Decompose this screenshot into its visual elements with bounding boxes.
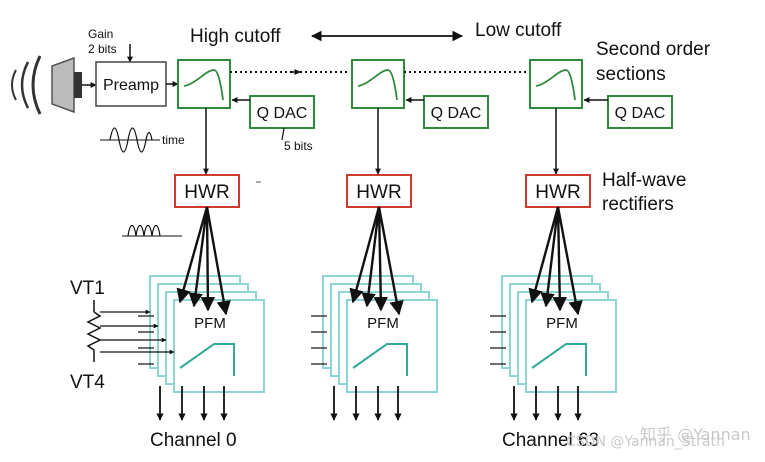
time-waveform-icon	[100, 127, 160, 153]
fanout-arrow-1-1	[176, 206, 209, 304]
resistor-ladder-icon	[86, 311, 102, 351]
fanout-arrow-3-1	[528, 206, 560, 304]
watermark-zhihu: 知乎 @Yannan	[640, 425, 751, 444]
pfm-card-2-4	[346, 299, 438, 393]
fanout-arrow-3-4	[556, 206, 583, 316]
time-label: time	[162, 133, 185, 147]
low-cutoff-label: Low cutoff	[475, 20, 562, 41]
filter-box-2	[351, 59, 405, 109]
fanout-arrow-3-3	[552, 206, 567, 312]
five-bits-tick	[281, 127, 285, 141]
qdac-label-1: Q DAC	[257, 105, 308, 122]
high-cutoff-label: High cutoff	[190, 26, 281, 47]
pfm-group-3: PFM	[490, 206, 617, 421]
pfm-label-2: PFM	[367, 315, 399, 332]
pfm-layer: PFM PFM PFM	[100, 206, 617, 421]
qdac-box-1	[249, 95, 315, 129]
hwr-label-1: HWR	[184, 182, 229, 203]
fanout-arrow-1-4	[205, 206, 231, 316]
filter-box-3	[529, 59, 583, 109]
channel0-label: Channel 0	[150, 430, 237, 451]
qdac-label-2: Q DAC	[431, 105, 482, 122]
pfm-card-1-4	[173, 299, 265, 393]
speaker-icon	[11, 55, 82, 115]
fanout-arrow-3-2	[540, 206, 560, 308]
fanout-arrow-2-4	[377, 206, 404, 316]
gain-bits-label: 2 bits	[88, 42, 117, 56]
pfm-card-3-4	[525, 299, 617, 393]
pfm-trace-2	[352, 343, 408, 376]
preamp-label: Preamp	[103, 77, 159, 94]
fanout-arrow-2-2	[361, 206, 381, 308]
gain-label: Gain	[88, 27, 113, 41]
half-wave-label-2: rectifiers	[602, 194, 674, 215]
pfm-label-3: PFM	[546, 315, 578, 332]
pfm-label-1: PFM	[194, 315, 226, 332]
pfm-trace-1	[179, 343, 235, 376]
second-order-label-2: sections	[596, 64, 666, 85]
pfm-group-2: PFM	[311, 206, 438, 421]
qdac-box-2	[423, 95, 489, 129]
hwr-box-2	[346, 174, 412, 208]
qdac-box-3	[607, 95, 673, 129]
hwr-label-2: HWR	[356, 182, 401, 203]
fanout-arrow-1-3	[200, 206, 216, 312]
vt4-label: VT4	[70, 372, 105, 393]
rectified-waveform-icon	[122, 224, 182, 237]
hwr-label-3: HWR	[535, 182, 580, 203]
fanout-arrow-2-3	[373, 206, 388, 312]
vt1-label: VT1	[70, 278, 105, 299]
five-bits-label: 5 bits	[284, 139, 313, 153]
second-order-label-1: Second order	[596, 39, 711, 60]
watermark-csdn: CSDN @Yannan_Strath	[566, 434, 725, 450]
half-wave-label-1: Half-wave	[602, 170, 686, 191]
fanout-arrow-1-2	[188, 206, 209, 308]
channel63-label: Channel 63	[502, 430, 599, 451]
qdac-label-3: Q DAC	[615, 105, 666, 122]
pfm-trace-3	[531, 343, 587, 376]
pfm-group-1: PFM	[138, 206, 265, 421]
hwr-box-1	[174, 174, 240, 208]
filter-box-1	[177, 59, 231, 109]
fanout-arrow-2-1	[349, 206, 381, 304]
